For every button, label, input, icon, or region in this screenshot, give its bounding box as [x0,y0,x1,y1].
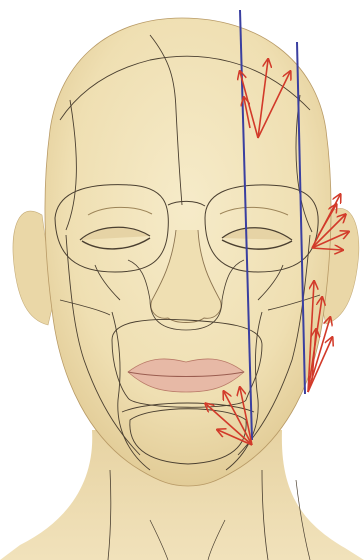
face-diagram [0,0,364,560]
face-diagram-svg [0,0,364,560]
